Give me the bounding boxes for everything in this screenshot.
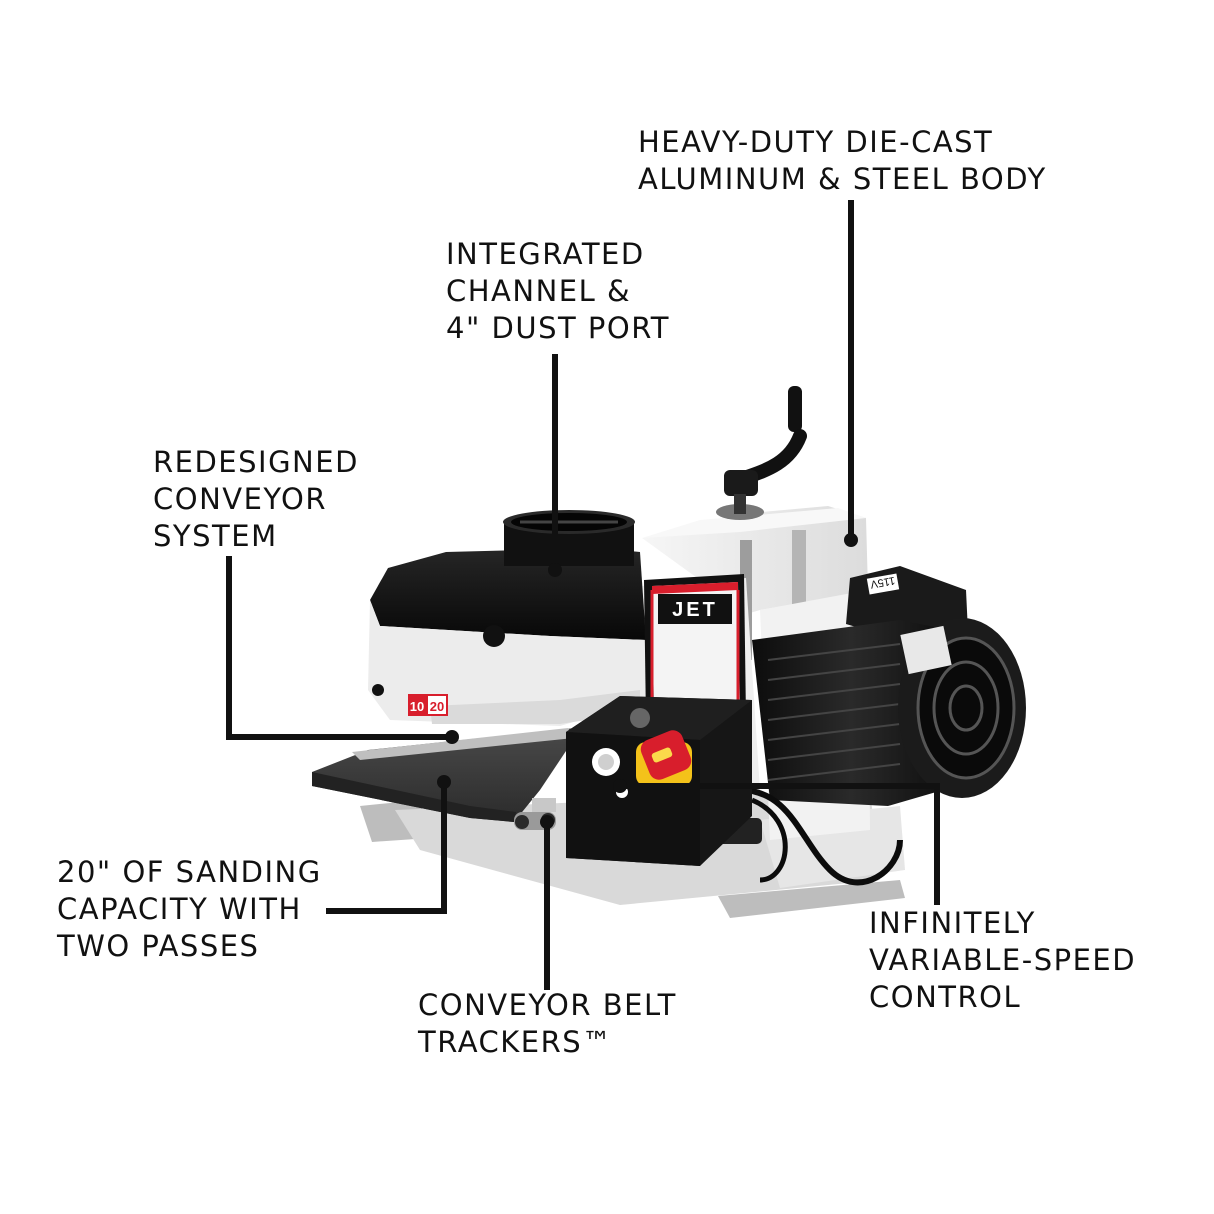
brand-plate: JET bbox=[644, 574, 746, 722]
voltage-switch: 115V bbox=[846, 566, 968, 640]
dust-hood bbox=[368, 510, 648, 726]
callout-line: REDESIGNED bbox=[153, 445, 359, 479]
voltage-label: 115V bbox=[869, 574, 896, 590]
callout-steel-body: HEAVY-DUTY DIE-CAST ALUMINUM & STEEL BOD… bbox=[638, 124, 1047, 198]
motor bbox=[752, 618, 1026, 806]
callout-sanding-capacity: 20" OF SANDING CAPACITY WITH TWO PASSES bbox=[57, 854, 322, 965]
callout-line: 20" OF SANDING bbox=[57, 855, 322, 889]
callout-belt-trackers: CONVEYOR BELT TRACKERS™ bbox=[418, 987, 677, 1061]
callout-line: INFINITELY bbox=[869, 906, 1036, 940]
leader-speed bbox=[620, 783, 940, 905]
callout-line: HEAVY-DUTY DIE-CAST bbox=[638, 125, 994, 159]
callout-line: VARIABLE-SPEED bbox=[869, 943, 1137, 977]
callout-line: INTEGRATED bbox=[446, 237, 645, 271]
callout-conveyor-system: REDESIGNED CONVEYOR SYSTEM bbox=[153, 444, 359, 555]
callout-line: CHANNEL & bbox=[446, 274, 632, 308]
callout-line: ALUMINUM & STEEL BODY bbox=[638, 162, 1047, 196]
leader-lines bbox=[226, 200, 940, 990]
model-badge: 10 20 bbox=[408, 694, 448, 716]
conveyor-table bbox=[312, 728, 575, 822]
brand-logo-text: JET bbox=[672, 599, 718, 621]
control-panel bbox=[566, 696, 752, 866]
callout-line: TWO PASSES bbox=[57, 929, 260, 963]
callout-line: CONVEYOR BELT bbox=[418, 988, 677, 1022]
callout-line: CONVEYOR bbox=[153, 482, 328, 516]
model-badge-right: 20 bbox=[430, 699, 444, 714]
leader-sanding bbox=[326, 782, 447, 914]
callout-line: CAPACITY WITH bbox=[57, 892, 302, 926]
callout-line: SYSTEM bbox=[153, 519, 278, 553]
leader-dots bbox=[437, 533, 858, 829]
height-crank bbox=[716, 386, 807, 520]
dial-icon bbox=[630, 708, 650, 728]
callout-dust-port: INTEGRATED CHANNEL & 4" DUST PORT bbox=[446, 236, 670, 347]
callout-variable-speed: INFINITELY VARIABLE-SPEED CONTROL bbox=[869, 905, 1136, 1016]
callout-line: 4" DUST PORT bbox=[446, 311, 670, 345]
callout-line: CONTROL bbox=[869, 980, 1022, 1014]
model-badge-left: 10 bbox=[410, 699, 424, 714]
callout-line: TRACKERS™ bbox=[418, 1025, 613, 1059]
leader-conveyor bbox=[226, 556, 452, 740]
